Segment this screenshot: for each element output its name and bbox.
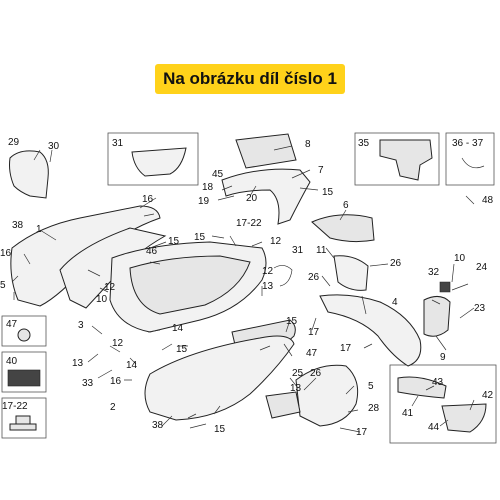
label-6: 6	[343, 200, 349, 211]
part-17-22-clip	[9, 415, 37, 431]
part-43-plate	[441, 403, 487, 433]
label-15f: 15	[214, 424, 226, 435]
label-29: 29	[8, 137, 20, 148]
label-17a: 17	[308, 327, 320, 338]
label-3: 3	[78, 320, 84, 331]
label-17c: 17	[356, 427, 368, 438]
label-33: 33	[82, 378, 94, 389]
part-8-rack	[235, 133, 297, 169]
part-32-sensor	[439, 281, 451, 293]
label-5b: 5	[368, 381, 374, 392]
label-15e: 15	[176, 344, 188, 355]
label-24: 24	[476, 262, 488, 273]
label-38: 38	[12, 220, 24, 231]
label-17b: 17	[340, 343, 352, 354]
part-6-bracket	[311, 214, 375, 243]
part-26-flap	[265, 391, 301, 419]
label-14a: 14	[172, 323, 184, 334]
part-7-grab-rail	[221, 168, 311, 225]
label-30: 30	[48, 141, 60, 152]
label-48: 48	[482, 195, 494, 206]
label-17-22: 17-22	[2, 401, 28, 412]
label-35: 35	[358, 138, 370, 149]
label-18: 17-22	[236, 218, 262, 229]
part-36-clamp	[461, 157, 485, 169]
label-44: 45	[212, 169, 224, 180]
label-2: 2	[110, 402, 116, 413]
label-28: 28	[368, 403, 380, 414]
part-2-right-panel	[144, 335, 295, 421]
label-32: 32	[428, 267, 440, 278]
label-7: 7	[318, 165, 324, 176]
part-34-tray	[131, 147, 187, 177]
part-31-wire	[273, 265, 293, 287]
label-8: 8	[305, 139, 311, 150]
label-40: 41	[402, 408, 414, 419]
label-9: 9	[440, 352, 446, 363]
part-47-grommet	[17, 328, 31, 342]
part-35-flap	[379, 139, 433, 181]
label-38b: 38	[152, 420, 164, 431]
label-31: 31	[292, 245, 304, 256]
label-12c: 12	[104, 282, 116, 293]
part-9-reflector	[423, 296, 451, 337]
label-15b: 15	[194, 232, 206, 243]
label-23: 23	[474, 303, 486, 314]
label-10b: 10	[96, 294, 108, 305]
inset-box-36-37	[445, 132, 495, 186]
label-5a: 5	[0, 280, 6, 291]
label-47: 47	[6, 319, 18, 330]
label-43: 44	[428, 422, 440, 433]
label-13b: 13	[72, 358, 84, 369]
label-27: 26	[390, 258, 402, 269]
label-46: 47	[306, 348, 318, 359]
label-10: 10	[454, 253, 466, 264]
part-4-fender	[319, 294, 422, 367]
label-11: 11	[316, 245, 327, 256]
label-19: 18	[202, 182, 214, 193]
label-45: 46	[146, 246, 158, 257]
label-42: 43	[432, 377, 444, 388]
label-16b: 16	[0, 248, 12, 259]
inset-box-17-22	[1, 397, 47, 439]
part-11-guard	[333, 255, 369, 291]
label-39: 40	[6, 356, 18, 367]
label-36-37: 36 - 37	[452, 138, 484, 149]
label-12a: 12	[270, 236, 282, 247]
label-15c: 15	[168, 236, 180, 247]
part-number-banner: Na obrázku díl číslo 1	[155, 64, 345, 94]
label-20: 19	[198, 196, 210, 207]
label-16a: 16	[142, 194, 154, 205]
label-25b: 25	[292, 368, 304, 379]
label-4: 4	[392, 297, 398, 308]
label-41: 42	[482, 390, 494, 401]
label-15a: 15	[322, 187, 334, 198]
part-29-cover	[9, 150, 49, 199]
label-21: 20	[246, 193, 258, 204]
label-1: 1	[36, 224, 42, 235]
label-12d: 12	[112, 338, 124, 349]
part-5-mudguard	[295, 364, 359, 427]
label-15d: 15	[286, 316, 298, 327]
part-39-mat	[7, 369, 41, 387]
label-25: 26	[308, 272, 320, 283]
part-40-plate	[397, 376, 447, 399]
label-13c: 13	[290, 383, 302, 394]
label-16c: 16	[110, 376, 122, 387]
label-14b: 14	[126, 360, 138, 371]
label-13a: 13	[262, 281, 274, 292]
label-12b: 12	[262, 266, 274, 277]
part-45-inner	[129, 255, 251, 315]
label-26: 26	[310, 368, 322, 379]
label-34: 31	[112, 138, 124, 149]
